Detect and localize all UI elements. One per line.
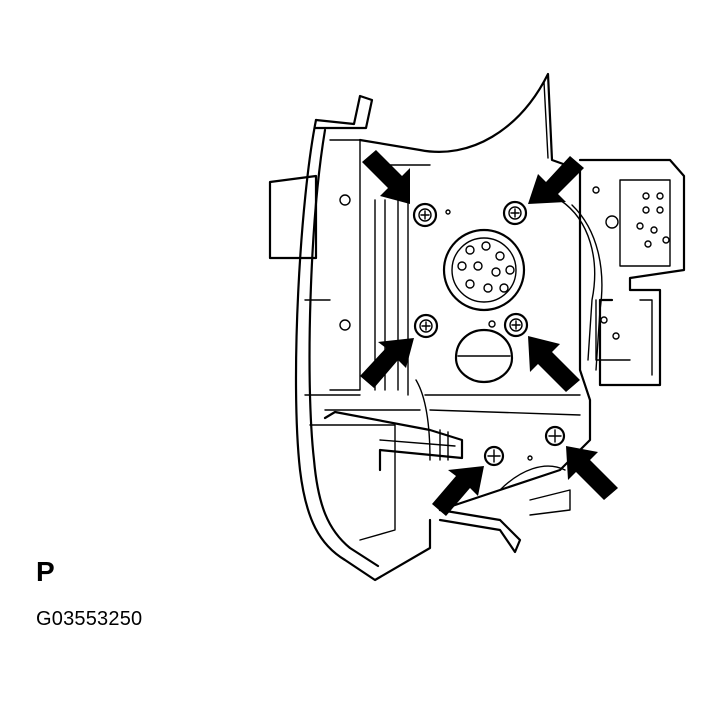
fasteners bbox=[339, 194, 566, 467]
arrow-lower-right bbox=[566, 446, 618, 500]
bracket-plate bbox=[358, 72, 603, 512]
view-label: P bbox=[36, 556, 55, 587]
screw-middle-left bbox=[413, 313, 439, 339]
center-grommet bbox=[442, 228, 526, 312]
screw-middle-right bbox=[503, 312, 529, 338]
arrow-upper-right bbox=[528, 156, 584, 204]
lower-opening bbox=[454, 328, 514, 384]
housing-outline bbox=[268, 94, 432, 582]
screw-upper-right bbox=[502, 200, 528, 226]
housing-screw-lower bbox=[339, 319, 351, 331]
right-bracket bbox=[578, 158, 686, 387]
housing-screw-upper bbox=[339, 194, 351, 206]
figure-id: G03553250 bbox=[36, 608, 143, 630]
screw-lower-left bbox=[483, 445, 505, 467]
arrow-middle-right bbox=[528, 336, 580, 392]
screw-upper-left bbox=[412, 202, 438, 228]
arrow-middle-left bbox=[360, 338, 414, 388]
screw-lower-right bbox=[544, 425, 566, 447]
lower-clip bbox=[323, 410, 571, 554]
arrow-upper-left bbox=[362, 150, 410, 204]
callout-arrows bbox=[360, 150, 618, 516]
arrow-lower-left bbox=[432, 466, 484, 516]
